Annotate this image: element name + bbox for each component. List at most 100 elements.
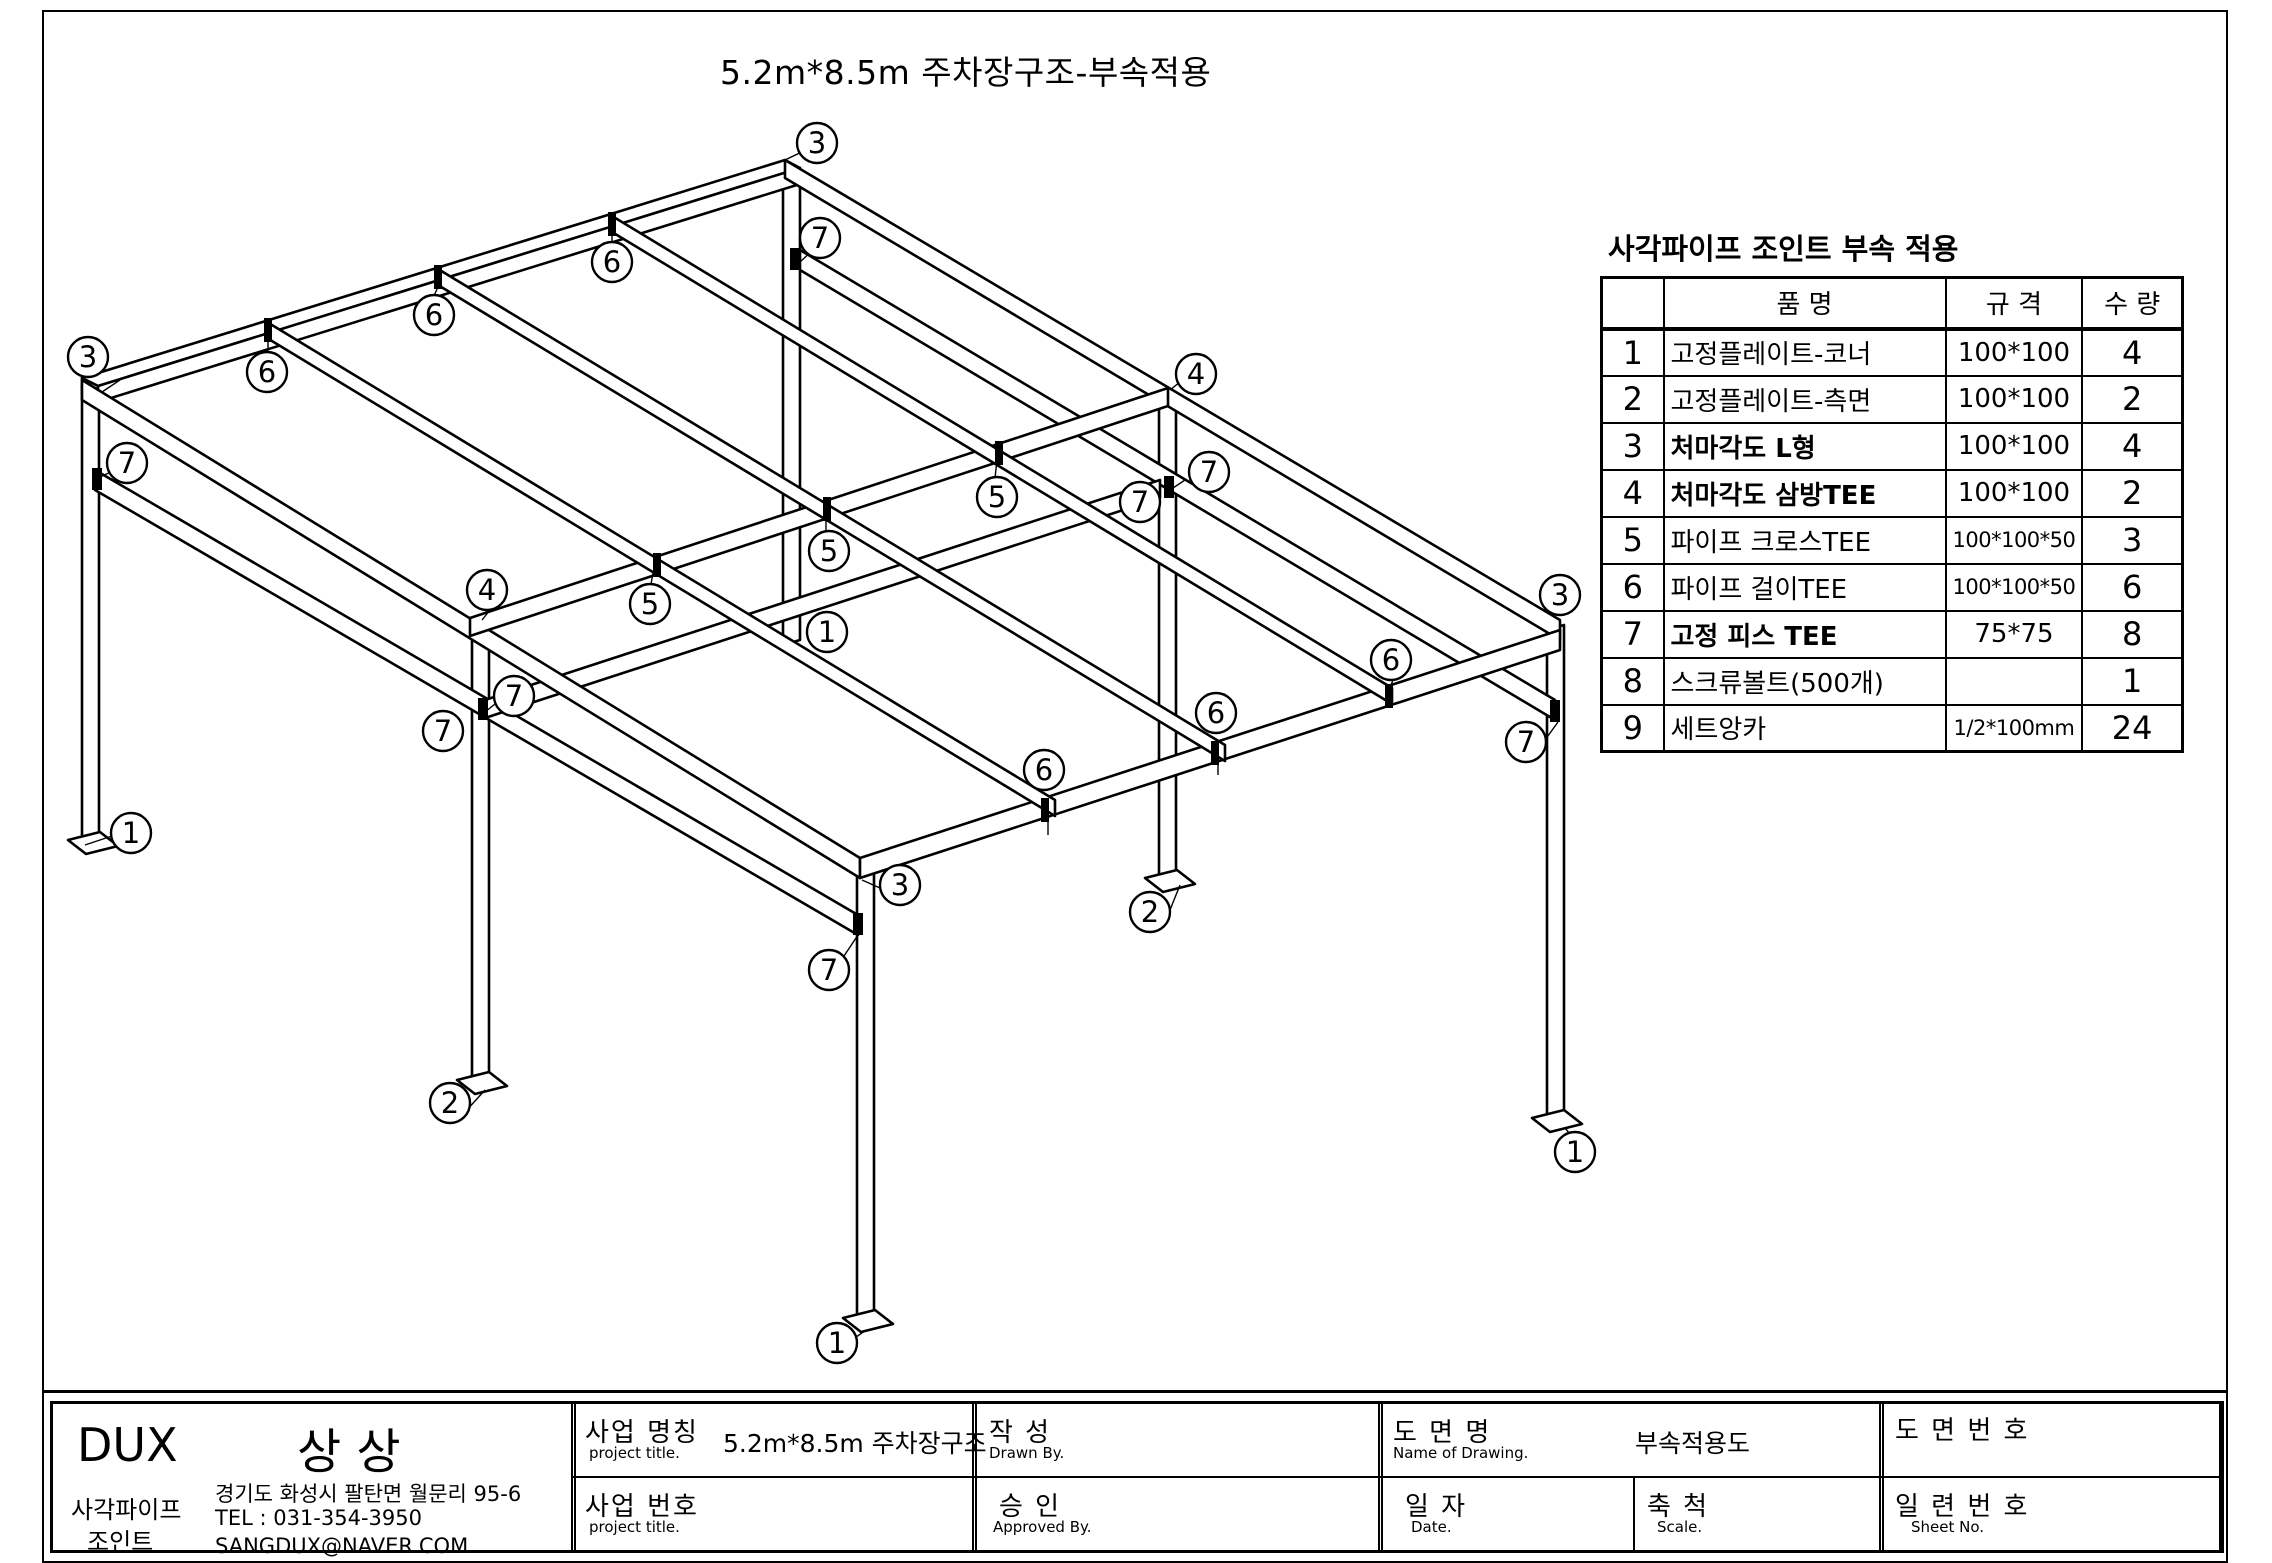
callout-6: 6 — [245, 350, 289, 394]
fitting — [1041, 798, 1049, 822]
bom-name: 파이프 크로스TEE — [1662, 515, 1947, 565]
svg-text:3: 3 — [79, 340, 97, 374]
svg-text:2: 2 — [1141, 895, 1159, 929]
bom-spec: 100*100 — [1944, 421, 2084, 471]
bom-header-row: 품 명 규 격 수 량 — [1600, 276, 2184, 331]
callout-4: 4 — [1174, 352, 1218, 396]
company-address: 경기도 화성시 팔탄면 월문리 95-6 — [215, 1482, 522, 1506]
bom-name: 처마각도 L형 — [1662, 421, 1947, 471]
drawing-no-label: 도 면 번 호 — [1895, 1416, 2030, 1446]
fitting — [1385, 684, 1393, 708]
callout-7: 7 — [492, 674, 536, 718]
callout-6: 6 — [1194, 691, 1238, 735]
svg-text:6: 6 — [258, 355, 276, 389]
svg-text:1: 1 — [1566, 1135, 1584, 1169]
svg-text:4: 4 — [1187, 357, 1205, 391]
callout-3: 3 — [795, 121, 839, 165]
column-back-right — [781, 171, 802, 647]
base-plate — [1143, 868, 1197, 894]
bom-header-name: 품 명 — [1662, 276, 1947, 331]
bom-row: 4 처마각도 삼방TEE 100*100 2 — [1600, 468, 2184, 518]
svg-text:3: 3 — [1551, 578, 1569, 612]
bom-no: 5 — [1600, 515, 1665, 565]
callout-4: 4 — [465, 568, 509, 612]
callout-7: 7 — [798, 216, 842, 260]
callout-3: 3 — [1538, 573, 1582, 617]
fitting — [853, 913, 863, 935]
callout-1: 1 — [109, 811, 153, 855]
callout-2: 2 — [428, 1081, 472, 1125]
svg-text:3: 3 — [808, 126, 826, 160]
callout-1: 1 — [1553, 1130, 1597, 1174]
fitting — [823, 497, 831, 521]
bom-no: 4 — [1600, 468, 1665, 518]
company-name: 상 상 — [297, 1424, 401, 1480]
svg-text:1: 1 — [828, 1326, 846, 1360]
svg-text:4: 4 — [478, 573, 496, 607]
bom-qty: 4 — [2081, 327, 2184, 377]
bom-name: 고정 피스 TEE — [1662, 609, 1947, 659]
callout-6: 6 — [1022, 748, 1066, 792]
fitting — [653, 553, 661, 577]
bom-spec: 100*100*50 — [1944, 562, 2084, 612]
svg-text:1: 1 — [122, 816, 140, 850]
callout-5: 5 — [628, 582, 672, 626]
bom-row: 7 고정 피스 TEE 75*75 8 — [1600, 609, 2184, 659]
scale-label: 축 척 — [1647, 1492, 1710, 1522]
company-email: SANGDUX@NAVER.COM — [215, 1534, 469, 1558]
project-name-label: 사업 명칭 — [585, 1418, 699, 1448]
bom-spec: 100*100*50 — [1944, 515, 2084, 565]
bom-name: 파이프 걸이TEE — [1662, 562, 1947, 612]
svg-text:7: 7 — [118, 446, 136, 480]
fitting — [608, 212, 616, 236]
callout-7: 7 — [1187, 450, 1231, 494]
company-type-2: 조인트 — [87, 1528, 154, 1556]
callout-markers: 1 1 1 1 2 2 3 3 3 3 4 4 5 5 5 6 6 6 6 6 … — [66, 121, 1597, 1365]
bom-qty: 3 — [2081, 515, 2184, 565]
bom-table: 품 명 규 격 수 량 1 고정플레이트-코너 100*100 4 2 고정플레… — [1600, 276, 2184, 753]
bom-qty: 2 — [2081, 468, 2184, 518]
svg-text:6: 6 — [603, 245, 621, 279]
base-plate — [1530, 1108, 1584, 1134]
bom-qty: 24 — [2081, 703, 2184, 753]
base-plate — [455, 1070, 509, 1096]
bom-row: 9 세트앙카 1/2*100mm 24 — [1600, 703, 2184, 753]
drawn-sub: Drawn By. — [989, 1444, 1065, 1462]
title-block-inner: DUX 상 상 사각파이프 조인트 경기도 화성시 팔탄면 월문리 95-6 T… — [50, 1401, 2224, 1558]
svg-text:7: 7 — [1131, 485, 1149, 519]
svg-text:6: 6 — [1207, 696, 1225, 730]
bom-row: 2 고정플레이트-측면 100*100 2 — [1600, 374, 2184, 424]
project-no-sub: project title. — [589, 1518, 680, 1536]
svg-text:5: 5 — [988, 480, 1006, 514]
svg-text:1: 1 — [818, 615, 836, 649]
bom-qty: 2 — [2081, 374, 2184, 424]
fitting — [995, 441, 1003, 465]
bom-qty: 8 — [2081, 609, 2184, 659]
bom-no: 2 — [1600, 374, 1665, 424]
bom-qty: 4 — [2081, 421, 2184, 471]
base-plates — [66, 830, 1584, 1334]
bom-spec: 75*75 — [1944, 609, 2084, 659]
callout-7: 7 — [421, 709, 465, 753]
project-name-value: 5.2m*8.5m 주차장구조 — [723, 1429, 987, 1458]
svg-text:7: 7 — [1517, 725, 1535, 759]
bom-row: 1 고정플레이트-코너 100*100 4 — [1600, 327, 2184, 377]
column-left-back — [80, 379, 101, 852]
callout-1: 1 — [815, 1321, 859, 1365]
svg-text:3: 3 — [891, 868, 909, 902]
fittings — [92, 212, 1560, 935]
svg-text:7: 7 — [434, 714, 452, 748]
callout-6: 6 — [590, 240, 634, 284]
callout-6: 6 — [1369, 638, 1413, 682]
callout-1: 1 — [805, 610, 849, 654]
bom-no: 8 — [1600, 656, 1665, 706]
bom-name: 고정플레이트-코너 — [1662, 327, 1947, 377]
svg-text:5: 5 — [820, 534, 838, 568]
bom-row: 6 파이프 걸이TEE 100*100*50 6 — [1600, 562, 2184, 612]
bom-row: 8 스크류볼트(500개) 1 — [1600, 656, 2184, 706]
bom-header-spec: 규 격 — [1944, 276, 2084, 331]
fitting — [478, 698, 488, 720]
svg-text:5: 5 — [641, 587, 659, 621]
callout-5: 5 — [975, 475, 1019, 519]
